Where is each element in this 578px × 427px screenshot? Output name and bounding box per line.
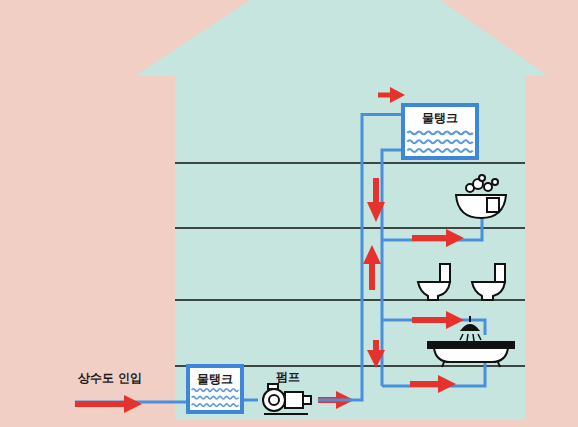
water-tank: 물탱크 bbox=[186, 364, 244, 414]
floor-lines bbox=[175, 163, 525, 366]
water-tank: 물탱크 bbox=[401, 103, 479, 160]
shower-bathtub bbox=[428, 316, 514, 367]
water-waves bbox=[405, 127, 475, 156]
pump-symbol bbox=[258, 382, 318, 416]
water-waves bbox=[190, 385, 240, 410]
node-text: 물탱크 bbox=[195, 372, 235, 387]
pump: 펌프 bbox=[258, 366, 318, 416]
inlet-label: 상수도 인입 bbox=[78, 371, 142, 386]
pipes bbox=[75, 150, 485, 402]
node-text: 펌프 bbox=[276, 370, 300, 385]
water-pipe bbox=[318, 114, 401, 400]
house bbox=[135, 0, 548, 420]
wash-basin bbox=[456, 175, 506, 218]
node-text: 물탱크 bbox=[420, 111, 460, 126]
water-pipe bbox=[244, 399, 258, 402]
toilets bbox=[418, 264, 505, 300]
